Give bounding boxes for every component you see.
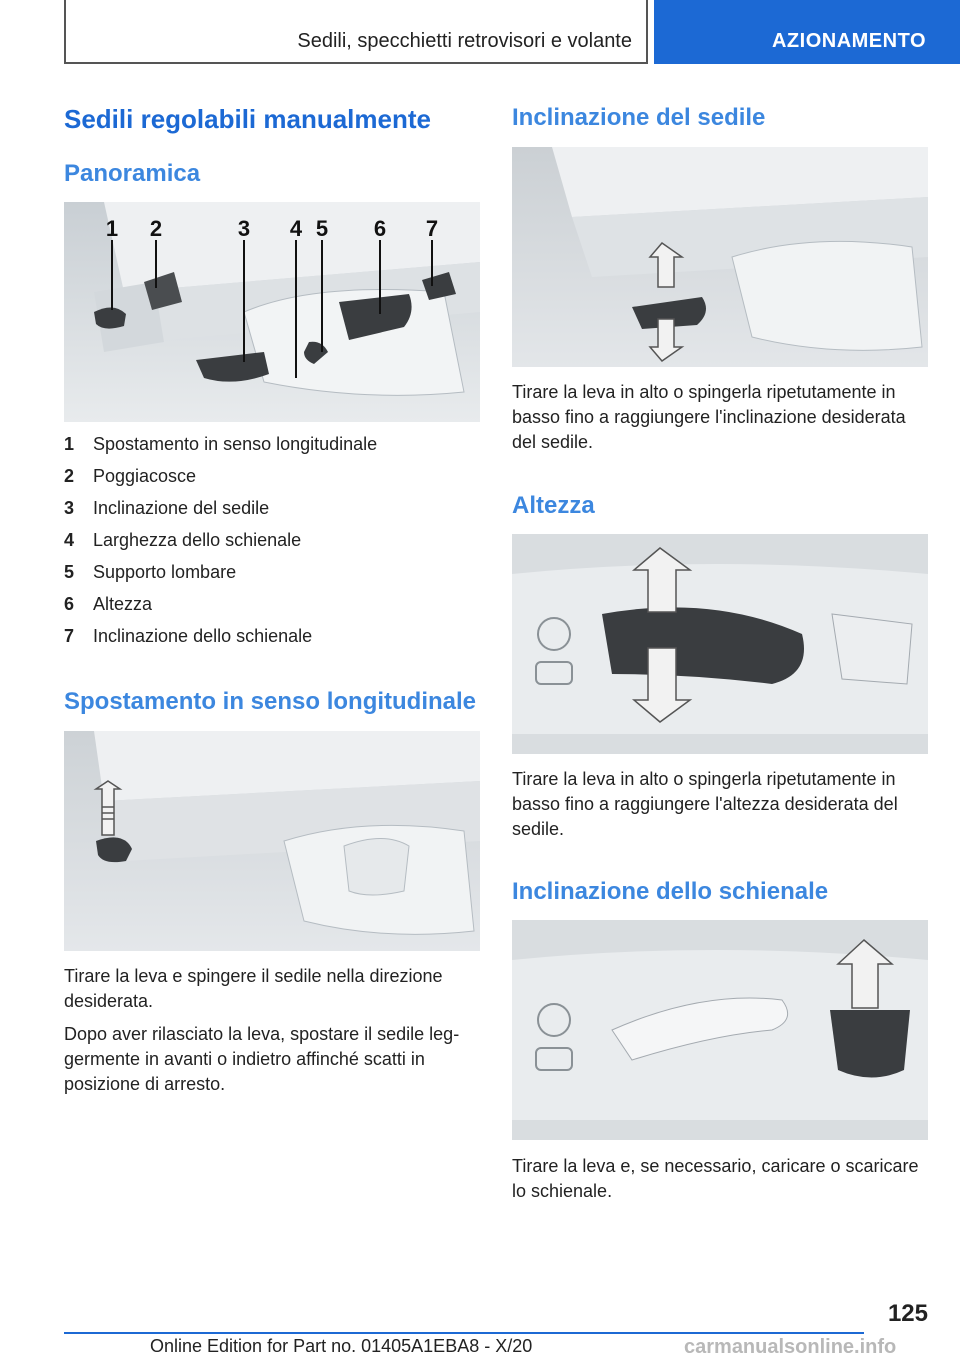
legend-number: 7 (64, 626, 75, 646)
legend-item: 2 Poggiacosce (64, 466, 480, 492)
callout-7: 7 (426, 216, 438, 241)
watermark: carmanualsonline.info (684, 1336, 897, 1358)
legend-label: Poggiacosce (93, 466, 197, 486)
callout-2: 2 (150, 216, 162, 241)
longitudinal-note: Dopo aver rilasciato la leva, spostare i… (64, 1024, 460, 1094)
callout-6: 6 (374, 216, 386, 241)
height-lever-figure (512, 534, 928, 754)
legend-label: Inclinazione del sedile (93, 498, 270, 518)
tilt-heading: Inclinazione del sedile (512, 104, 766, 131)
backrest-instruction: Tirare la leva e, se necessario, caricar… (512, 1156, 919, 1201)
page-header: Sedili, specchietti retrovisori e volant… (64, 0, 960, 64)
legend-item: 5 Supporto lombare (64, 562, 480, 588)
legend-label: Spostamento in senso longitudinale (93, 434, 378, 454)
legend-item: 1 Spostamento in senso longitudinale (64, 434, 480, 460)
longitudinal-seat-figure (64, 731, 480, 951)
legend-label: Larghezza dello schienale (93, 530, 302, 550)
legend-label: Altezza (93, 594, 153, 614)
tilt-seat-figure (512, 147, 928, 367)
legend-item: 7 Inclinazione dello schienale (64, 626, 480, 652)
legend-number: 4 (64, 530, 75, 550)
height-heading: Altezza (512, 492, 595, 519)
up-arrow-icon (836, 938, 895, 1009)
backrest-lever-figure (512, 920, 928, 1140)
legend-number: 1 (64, 434, 75, 454)
down-arrow-icon (648, 318, 685, 363)
overview-seat-illustration: 1 2 3 4 5 6 7 (64, 202, 480, 422)
overview-seat-figure: 1 2 3 4 5 6 7 (64, 202, 480, 422)
callout-lines (111, 240, 433, 378)
legend-label: Supporto lombare (93, 562, 237, 582)
backrest-heading: Inclinazione dello schienale (512, 878, 829, 905)
overview-heading: Panoramica (64, 160, 201, 187)
section-badge: AZIONAMENTO (654, 0, 960, 64)
legend-number: 5 (64, 562, 75, 582)
longitudinal-heading: Spostamento in senso longitudinale (64, 688, 477, 715)
up-arrow-icon (93, 780, 123, 836)
footer-edition: Online Edition for Part no. 01405A1EBA8 … (150, 1336, 533, 1356)
legend-item: 3 Inclinazione del sedile (64, 498, 480, 524)
tilt-instruction: Tirare la leva in alto o spingerla ripet… (512, 382, 906, 452)
callout-4: 4 (290, 216, 303, 241)
callout-1: 1 (106, 216, 118, 241)
callout-3: 3 (238, 216, 250, 241)
legend-number: 3 (64, 498, 75, 518)
up-arrow-icon (648, 241, 685, 288)
legend-number: 2 (64, 466, 75, 486)
section-badge-label: AZIONAMENTO (771, 30, 926, 52)
height-instruction: Tirare la leva in alto o spingerla ripet… (512, 769, 898, 839)
footer-divider (64, 1332, 864, 1334)
longitudinal-instruction: Tirare la leva e spingere il sedile nell… (64, 966, 443, 1011)
tilt-seat-illustration (512, 147, 928, 367)
down-arrow-icon (631, 647, 693, 723)
longitudinal-seat-illustration (64, 731, 480, 951)
legend-number: 6 (64, 594, 75, 614)
chapter-title: Sedili, specchietti retrovisori e volant… (297, 30, 632, 52)
legend-item: 6 Altezza (64, 594, 480, 620)
chapter-tab: Sedili, specchietti retrovisori e volant… (64, 0, 648, 64)
main-heading: Sedili regolabili manualmente (64, 104, 431, 134)
up-arrow-icon (631, 547, 693, 613)
callout-5: 5 (316, 216, 328, 241)
page-number: 125 (887, 1300, 928, 1327)
legend-label: Inclinazione dello schienale (93, 626, 313, 646)
backrest-lever-illustration (512, 920, 928, 1140)
legend-item: 4 Larghezza dello schienale (64, 530, 480, 556)
height-lever-illustration (512, 534, 928, 754)
